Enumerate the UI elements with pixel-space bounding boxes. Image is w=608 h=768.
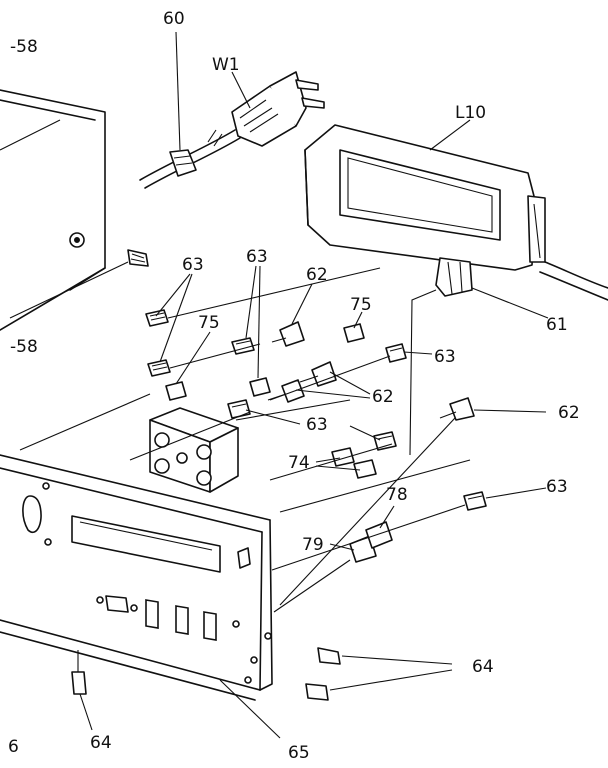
screw-group-75 [165, 323, 365, 401]
terminal-block [149, 407, 239, 493]
callout-62-b: 62 [372, 387, 394, 407]
screw-group-63 [145, 309, 487, 511]
callout-58-left: -58 [10, 337, 38, 357]
callout-63-a: 63 [182, 255, 204, 275]
screw-group-64 [71, 647, 341, 701]
coil-frame-l10 [304, 124, 608, 456]
callout-75-a: 75 [350, 295, 372, 315]
callout-w1: W1 [212, 55, 240, 75]
callout-79: 79 [302, 535, 324, 555]
callout-61: 61 [546, 315, 568, 335]
callout-63-d: 63 [306, 415, 328, 435]
callout-6: 6 [8, 737, 19, 757]
callout-65: 65 [288, 743, 310, 763]
callout-60: 60 [163, 9, 185, 29]
connector-78-79 [349, 521, 393, 563]
cabinet-housing [0, 89, 106, 331]
assembly-lines [19, 267, 471, 613]
callout-64-b: 64 [90, 733, 112, 753]
callout-74: 74 [288, 453, 310, 473]
callout-l10: L10 [455, 103, 486, 123]
callout-labels: -58 60 W1 L10 -58 63 63 62 75 75 63 62 6… [8, 9, 580, 763]
leader-lines [79, 31, 547, 739]
callout-63-c: 63 [434, 347, 456, 367]
screw-group-74 [331, 447, 377, 479]
callout-63-b: 63 [246, 247, 268, 267]
rear-panel [0, 454, 273, 701]
callout-62-a: 62 [306, 265, 328, 285]
callout-58-top: -58 [10, 37, 38, 57]
callout-64-a: 64 [472, 657, 494, 677]
plug-group-62 [267, 321, 475, 421]
callout-75-b: 75 [198, 313, 220, 333]
screw-58 [9, 249, 149, 319]
callout-63-e: 63 [546, 477, 568, 497]
callout-78: 78 [386, 485, 408, 505]
power-cord-w1 [139, 71, 325, 189]
callout-62-c: 62 [558, 403, 580, 423]
